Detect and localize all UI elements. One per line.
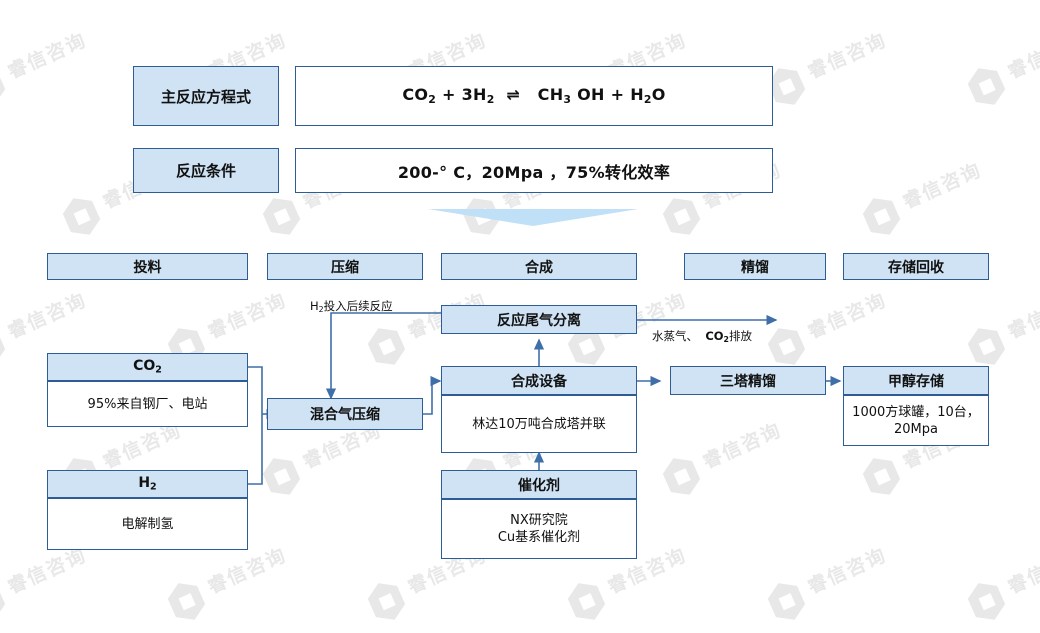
edge-label-h2-feed: H2投入后续反应	[310, 299, 393, 315]
node-tail-gas-separation: 反应尾气分离	[441, 305, 637, 334]
node-catalyst-title: 催化剂	[441, 470, 637, 499]
stage-header-feeding: 投料	[47, 253, 248, 280]
node-three-tower-distillation: 三塔精馏	[670, 366, 826, 395]
node-mixed-gas-compression: 混合气压缩	[267, 398, 423, 430]
stage-header-storage: 存储回收	[843, 253, 989, 280]
node-synthesis-title: 合成设备	[441, 366, 637, 395]
node-storage-title: 甲醇存储	[843, 366, 989, 395]
node-catalyst-detail-line1: NX研究院	[510, 513, 568, 528]
reaction-equation: CO2 + 3H2 ⇌ CH3 OH + H2O	[402, 85, 666, 107]
node-storage-detail: 1000方球罐，10台，20Mpa	[843, 395, 989, 446]
equation-label-cell: 主反应方程式	[133, 66, 279, 126]
edge-label-vent: 水蒸气、 CO2排放	[652, 329, 752, 345]
wire-compressor-to-synthesis	[423, 375, 442, 415]
equation-value-cell: CO2 + 3H2 ⇌ CH3 OH + H2O	[295, 66, 773, 126]
wire-h2-feed	[325, 312, 441, 400]
node-co2-title: CO2	[47, 353, 248, 381]
node-co2-title-text: CO2	[133, 358, 162, 376]
stage-header-distillation: 精馏	[684, 253, 826, 280]
conditions-value-cell: 200-° C，20Mpa ，75%转化效率	[295, 148, 773, 193]
node-h2-title: H2	[47, 470, 248, 498]
node-catalyst-detail-line2: Cu基系催化剂	[497, 530, 581, 545]
stage-header-compression: 压缩	[267, 253, 423, 280]
conditions-label-cell: 反应条件	[133, 148, 279, 193]
wire-co2-to-compressor	[248, 366, 263, 414]
node-h2-detail: 电解制氢	[47, 498, 248, 550]
node-co2-detail: 95%来自钢厂、电站	[47, 381, 248, 427]
node-synthesis-detail: 林达10万吨合成塔并联	[441, 395, 637, 453]
connector-layer	[248, 312, 842, 485]
node-catalyst-detail: NX研究院 Cu基系催化剂	[441, 499, 637, 559]
node-h2-title-text: H2	[138, 475, 157, 493]
stage-header-synthesis: 合成	[441, 253, 637, 280]
